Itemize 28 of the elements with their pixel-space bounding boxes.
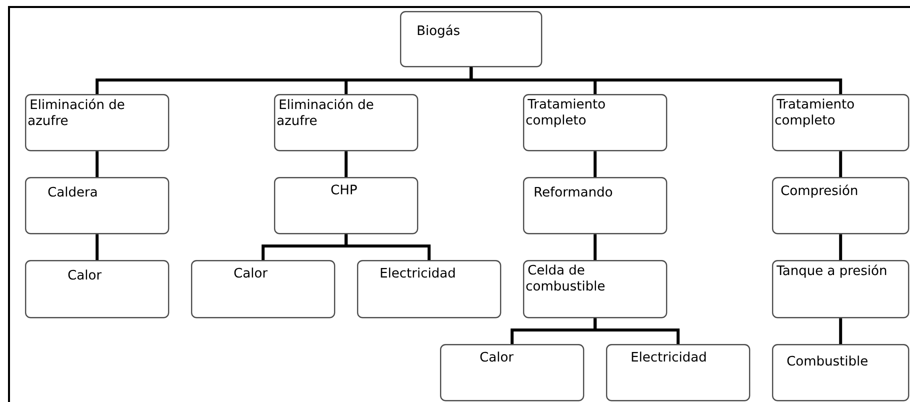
process-box: Caldera <box>25 177 170 234</box>
process-box: Combustible <box>772 344 910 402</box>
process-box: Calor <box>25 260 170 318</box>
process-box: Tanque a presión <box>772 260 910 318</box>
process-box: Celda de combustible <box>523 260 668 318</box>
connector-line <box>839 234 842 260</box>
process-box: Tratamiento completo <box>772 94 910 152</box>
process-box: Calor <box>440 344 584 402</box>
process-box: Electricidad <box>357 260 502 318</box>
connector-line <box>96 234 99 260</box>
connector-line <box>594 234 597 260</box>
connector-line <box>594 151 597 177</box>
process-box: Tratamiento completo <box>523 94 668 152</box>
connector-line <box>839 151 842 177</box>
connector-line <box>344 234 431 260</box>
connector-line <box>839 318 842 344</box>
connector-line <box>594 318 680 344</box>
process-box: Eliminación de azufre <box>274 94 418 152</box>
process-box: Electricidad <box>606 344 750 402</box>
connector-line <box>470 67 842 94</box>
process-box: CHP <box>274 177 418 234</box>
process-box: Biogás <box>400 11 542 68</box>
process-box: Compresión <box>772 177 910 234</box>
process-box: Eliminación de azufre <box>25 94 170 152</box>
process-box: Reformando <box>523 177 668 234</box>
process-box: Calor <box>191 260 336 318</box>
connector-line <box>96 151 99 177</box>
connector-line <box>344 151 348 177</box>
